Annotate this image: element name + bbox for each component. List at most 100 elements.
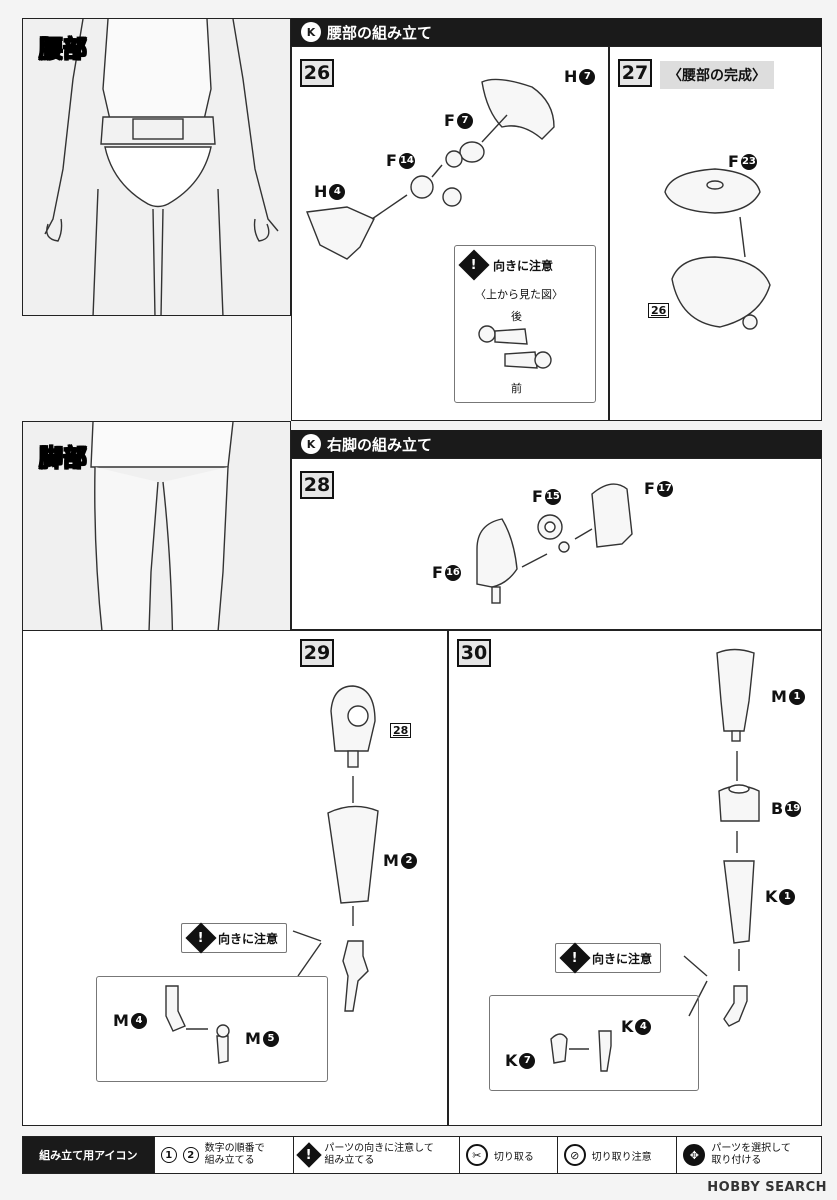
part-m1-number: 1 (788, 688, 805, 705)
waist-section-label: 腰部 (39, 35, 88, 64)
step-29-sub-assembly-box (96, 976, 328, 1082)
orientation-note-subtitle: 〈上から見た図〉 (475, 288, 563, 301)
legend-item-cut: ✂ 切り取る (460, 1137, 558, 1173)
orientation-note-back: 後 (511, 310, 522, 323)
orientation-note-title-row: ! 向きに注意 (458, 249, 554, 281)
legend-item-cut-text: 切り取る (493, 1151, 534, 1163)
step-26-diagram (306, 78, 555, 260)
legend-item-cut-careful-text: 切り取り注意 (591, 1151, 652, 1163)
part-h7-letter: H (564, 67, 578, 86)
part-k7-letter: K (505, 1051, 518, 1070)
part-f23-number: 23 (740, 153, 757, 170)
step-30-warning: ! 向きに注意 (555, 942, 662, 974)
step-30-warning-text: 向きに注意 (592, 951, 653, 966)
part-m2-number: 2 (400, 852, 417, 869)
part-b19-number: 19 (785, 800, 802, 817)
part-f14-letter: F (386, 151, 397, 170)
part-f7-letter: F (444, 111, 455, 130)
legend-title: 組み立て用アイコン (23, 1137, 155, 1173)
step-29-number: 29 (300, 639, 334, 667)
step-27-ref-26: 26 (648, 303, 670, 318)
nippers-careful-icon: ⊘ (563, 1144, 586, 1166)
step-28-diagram (476, 483, 633, 604)
legend-item-choose: ✥ パーツを選択して 取り付ける (677, 1137, 821, 1173)
step-29-warning-text: 向きに注意 (218, 931, 279, 946)
right-leg-header-text: 右脚の組み立て (327, 435, 433, 454)
assembly-mark-icon-2: K (301, 434, 321, 454)
warning-icon-29: ! (185, 922, 217, 954)
step-30-number: 30 (457, 639, 491, 667)
step-27-title: 〈腰部の完成〉 (660, 61, 774, 89)
assembly-mark-icon: K (301, 22, 321, 42)
choose-part-icon: ✥ (683, 1144, 706, 1166)
step-30-sub-assembly-box (489, 995, 699, 1091)
part-h4-number: 4 (329, 183, 346, 200)
circle-two-icon: 2 (182, 1147, 199, 1163)
part-k7-number: 7 (519, 1052, 536, 1069)
part-f17-letter: F (644, 479, 655, 498)
warning-icon-legend: ! (296, 1142, 323, 1168)
legs-section-label: 脚部 (39, 444, 88, 473)
orientation-note-title: 向きに注意 (493, 258, 554, 273)
circle-one-icon: 1 (160, 1147, 177, 1163)
part-f15-number: 15 (544, 488, 561, 505)
waist-reference-panel: 腰部 (22, 18, 291, 316)
part-m4-number: 4 (130, 1012, 147, 1029)
warning-icon-30: ! (559, 942, 591, 974)
step-29-ref-28: 28 (390, 723, 412, 738)
part-f16-letter: F (432, 563, 443, 582)
step-29-warning: ! 向きに注意 (181, 922, 288, 954)
right-leg-assembly-header: K 右脚の組み立て (291, 430, 822, 458)
legend-item-choose-text: パーツを選択して 取り付ける (711, 1143, 791, 1166)
waist-figure-illustration (44, 19, 279, 315)
waist-header-text: 腰部の組み立て (327, 23, 433, 42)
orientation-top-view-diagram (478, 325, 552, 369)
step-29-diagram (165, 685, 379, 1064)
waist-assembly-header: K 腰部の組み立て (291, 18, 822, 46)
part-f14-number: 14 (398, 152, 415, 169)
step-27-number: 27 (618, 59, 652, 87)
assembly-icon-legend: 組み立て用アイコン 1 2 数字の順番で 組み立てる ! パーツの向きに注意して… (22, 1136, 822, 1174)
part-f17-number: 17 (656, 480, 673, 497)
part-f23-letter: F (728, 152, 739, 171)
part-f15-letter: F (532, 487, 543, 506)
part-h4-letter: H (314, 182, 328, 201)
hobby-search-watermark: HOBBY SEARCH (707, 1180, 827, 1195)
part-b19-letter: B (771, 799, 784, 818)
part-k1-number: 1 (779, 888, 796, 905)
step-27-diagram (664, 168, 771, 330)
part-h7-number: 7 (579, 68, 596, 85)
part-m2-letter: M (383, 851, 399, 870)
legend-item-order: 1 2 数字の順番で 組み立てる (155, 1137, 295, 1173)
orientation-note-front: 前 (511, 382, 522, 395)
legend-item-direction: ! パーツの向きに注意して 組み立てる (294, 1137, 460, 1173)
part-k4-number: 4 (635, 1018, 652, 1035)
part-f7-number: 7 (456, 112, 473, 129)
part-m5-number: 5 (262, 1030, 279, 1047)
part-m5-letter: M (245, 1029, 261, 1048)
legend-item-direction-text: パーツの向きに注意して 組み立てる (324, 1143, 434, 1166)
part-f16-number: 16 (444, 564, 461, 581)
legend-item-cut-careful: ⊘ 切り取り注意 (558, 1137, 678, 1173)
nippers-icon: ✂ (465, 1144, 488, 1166)
